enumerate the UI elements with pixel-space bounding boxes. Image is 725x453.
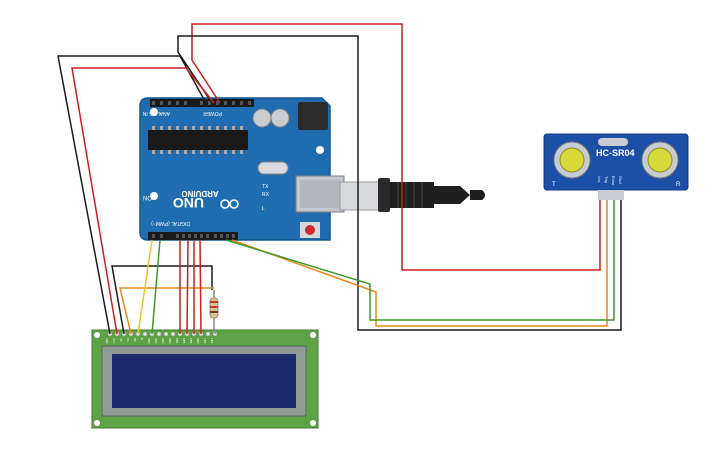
- sensor-pin-gnd: Gnd: [618, 176, 623, 184]
- sensor-pin-echo: Echo: [611, 176, 616, 186]
- lcd-pin-label: DB1: [154, 338, 158, 344]
- wire-red-lcd-db7: [199, 239, 202, 335]
- lcd-pin-label: GND: [105, 338, 109, 344]
- mount-hole: [150, 192, 158, 200]
- lcd-pin-label: DB5: [182, 338, 186, 344]
- lcd-pin-label: E: [140, 338, 144, 340]
- lcd-pin-label: LED: [203, 338, 207, 344]
- sensor-header: [598, 190, 624, 200]
- wire-black-lcd-gnd: [57, 55, 207, 335]
- tx-label: TX: [262, 184, 269, 190]
- usb-cable: [339, 178, 485, 212]
- wire-orange-sensor-trig: [231, 200, 608, 327]
- arduino-model-label: UNO: [173, 195, 204, 211]
- mount-hole: [310, 332, 316, 338]
- mount-hole: [150, 108, 158, 116]
- wire-green-sensor-echo: [225, 200, 615, 321]
- wire-black-sensor-gnd: [177, 35, 622, 331]
- digital-label: DIGITAL (PWM~): [151, 220, 190, 226]
- hc-sr04-sensor: HC-SR04 T R Vcc Trig Echo Gnd: [543, 133, 689, 200]
- arduino-logo-icon: [220, 199, 239, 209]
- sensor-t-label: T: [552, 182, 556, 188]
- lcd-16x2-display: GND VCC V0 RS RW E DB0 DB1 DB2 DB3 DB4 D…: [91, 329, 319, 429]
- wire-orange-lcd-led: [119, 287, 214, 335]
- rx-label: RX: [262, 192, 270, 198]
- wire-red-sensor-vcc: [191, 23, 601, 271]
- wire-yellow-lcd-rs: [137, 239, 153, 335]
- on-led-label: ON: [143, 194, 152, 200]
- wire-red-lcd-db5: [186, 239, 189, 335]
- wire-green-lcd-e: [151, 239, 161, 335]
- sensor-pin-vcc: Vcc: [597, 176, 602, 183]
- sensor-model-label: HC-SR04: [596, 148, 635, 158]
- lcd-pin-label: DB7: [196, 338, 200, 344]
- arduino-uno-board: ARDUINO UNO ON POWER ANALOG IN DIGITAL (…: [139, 97, 345, 241]
- power-jack: [298, 102, 328, 130]
- crystal-oscillator: [257, 161, 289, 175]
- lcd-pin-label: RS: [126, 338, 130, 342]
- sensor-r-label: R: [676, 182, 681, 188]
- lcd-pin-label: DB3: [168, 338, 172, 344]
- lcd-screen: [112, 354, 296, 408]
- capacitor-2: [270, 108, 290, 128]
- power-label: POWER: [203, 110, 222, 116]
- lcd-pin-label: DB2: [161, 338, 165, 344]
- mount-hole: [316, 146, 324, 154]
- lcd-pin-label: DB0: [147, 338, 151, 344]
- l-label: L: [262, 206, 265, 212]
- mount-hole: [94, 420, 100, 426]
- lcd-pin-label: DB6: [189, 338, 193, 344]
- lcd-pin-label: RW: [133, 338, 137, 342]
- reset-button[interactable]: [305, 225, 315, 235]
- lcd-pin-label: LED: [210, 338, 214, 344]
- lcd-pin-label: V0: [119, 338, 123, 342]
- wires: [57, 23, 622, 335]
- wire-black-lcd-v0: [111, 265, 213, 335]
- lcd-pin-label: DB4: [175, 338, 179, 344]
- mount-hole: [310, 420, 316, 426]
- lcd-pin-label: VCC: [112, 338, 116, 344]
- microcontroller-chip: [148, 130, 248, 150]
- mount-hole: [94, 332, 100, 338]
- wire-red-lcd-vcc: [71, 67, 215, 335]
- crystal: [598, 138, 628, 146]
- analog-label: ANALOG IN: [142, 110, 170, 116]
- capacitor-1: [252, 108, 272, 128]
- sensor-pin-trig: Trig: [604, 176, 609, 183]
- resistor: [209, 290, 219, 330]
- arduino-brand-label: ARDUINO: [181, 189, 218, 198]
